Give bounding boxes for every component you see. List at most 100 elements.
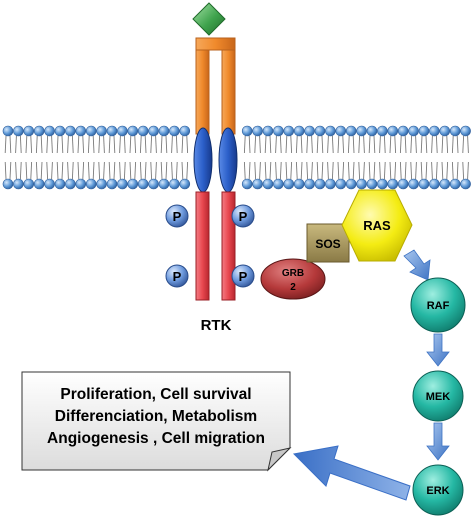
lipid-head (137, 125, 149, 137)
lipid-head (148, 125, 159, 137)
lipid-head (325, 178, 336, 190)
lipid-tail (71, 161, 74, 180)
lipid-head (252, 178, 263, 190)
lipid-tail (456, 135, 459, 154)
lipid-tail (150, 135, 153, 154)
lipid-tail (435, 135, 438, 154)
lipid-head (366, 125, 378, 137)
lipid-tail (259, 161, 261, 180)
lipid-head (85, 125, 97, 137)
lipid-tail (462, 161, 465, 180)
lipid-tail (67, 161, 69, 180)
lipid-head (418, 125, 430, 137)
rtk-transmembrane-right (218, 127, 238, 193)
lipid-head (33, 178, 45, 190)
lipid-head (127, 125, 139, 137)
lipid-tail (342, 161, 345, 180)
lipid-head (241, 178, 253, 190)
lipid-tail (379, 161, 381, 180)
lipid-head (106, 125, 118, 137)
lipid-tail (119, 135, 121, 154)
lipid-tail (181, 161, 184, 180)
lipid-tail (82, 161, 85, 180)
lipid-tail (119, 161, 121, 180)
lipid-head (460, 125, 471, 137)
lipid-head (96, 125, 107, 137)
lipid-tail (383, 161, 386, 180)
lipid-tail (175, 135, 178, 154)
erk-label: ERK (426, 485, 449, 497)
lipid-head (65, 125, 76, 137)
lipid-tail (347, 161, 350, 180)
lipid-head (179, 178, 191, 190)
lipid-tail (435, 161, 438, 180)
lipid-tail (389, 135, 392, 154)
lipid-tail (123, 135, 126, 154)
mek-label: MEK (426, 391, 451, 403)
lipid-tail (4, 161, 7, 180)
lipid-head (148, 178, 159, 190)
ras-label: RAS (363, 218, 391, 233)
outcome-box-fold (267, 447, 292, 472)
lipid-tail (123, 161, 126, 180)
lipid-head (345, 125, 357, 137)
rtk-extracellular-bridge (195, 37, 236, 51)
lipid-tail (264, 161, 267, 180)
lipid-head (158, 125, 170, 137)
lipid-tail (254, 135, 257, 154)
lipid-tail (415, 135, 417, 154)
lipid-head (44, 125, 55, 137)
lipid-tail (165, 161, 168, 180)
lipid-head (65, 178, 76, 190)
lipid-tail (352, 161, 355, 180)
arrow-mek-to-erk (426, 422, 450, 461)
lipid-head (304, 178, 315, 190)
lipid-tail (295, 135, 298, 154)
lipid-tail (139, 135, 142, 154)
lipid-tail (56, 135, 59, 154)
lipid-head (283, 125, 295, 137)
lipid-tail (446, 135, 449, 154)
lipid-head (273, 178, 284, 190)
sos-label: SOS (315, 237, 340, 251)
phospho-label: P (173, 209, 182, 224)
rtk-label: RTK (201, 317, 232, 334)
lipid-head (96, 178, 107, 190)
lipid-tail (46, 161, 49, 180)
rtk-extracellular-left (195, 37, 210, 135)
lipid-tail (87, 135, 90, 154)
lipid-tail (358, 135, 361, 154)
mek-node (412, 370, 464, 422)
lipid-tail (269, 135, 272, 154)
rtk-extracellular-right (221, 37, 236, 135)
lipid-tail (56, 161, 59, 180)
lipid-tail (363, 161, 365, 180)
lipid-tail (295, 161, 298, 180)
lipid-head (54, 178, 66, 190)
lipid-tail (139, 161, 142, 180)
lipid-tail (77, 161, 80, 180)
lipid-tail (415, 161, 417, 180)
lipid-head (397, 178, 409, 190)
lipid-tail (462, 135, 465, 154)
lipid-tail (108, 135, 111, 154)
lipid-tail (67, 135, 69, 154)
phospho-group: P (231, 204, 255, 228)
lipid-head (33, 125, 45, 137)
lipid-tail (347, 135, 350, 154)
lipid-tail (144, 161, 147, 180)
lipid-tail (30, 161, 33, 180)
lipid-tail (446, 161, 449, 180)
cell-membrane (2, 125, 471, 190)
lipid-tail (420, 161, 423, 180)
lipid-tail (383, 135, 386, 154)
lipid-head (429, 178, 440, 190)
lipid-tail (342, 135, 345, 154)
lipid-tail (467, 135, 469, 154)
lipid-tail (129, 135, 132, 154)
lipid-head (13, 125, 24, 137)
lipid-tail (425, 161, 428, 180)
lipid-tail (243, 135, 246, 154)
grb2-label-line2: 2 (290, 282, 296, 293)
lipid-tail (425, 135, 428, 154)
